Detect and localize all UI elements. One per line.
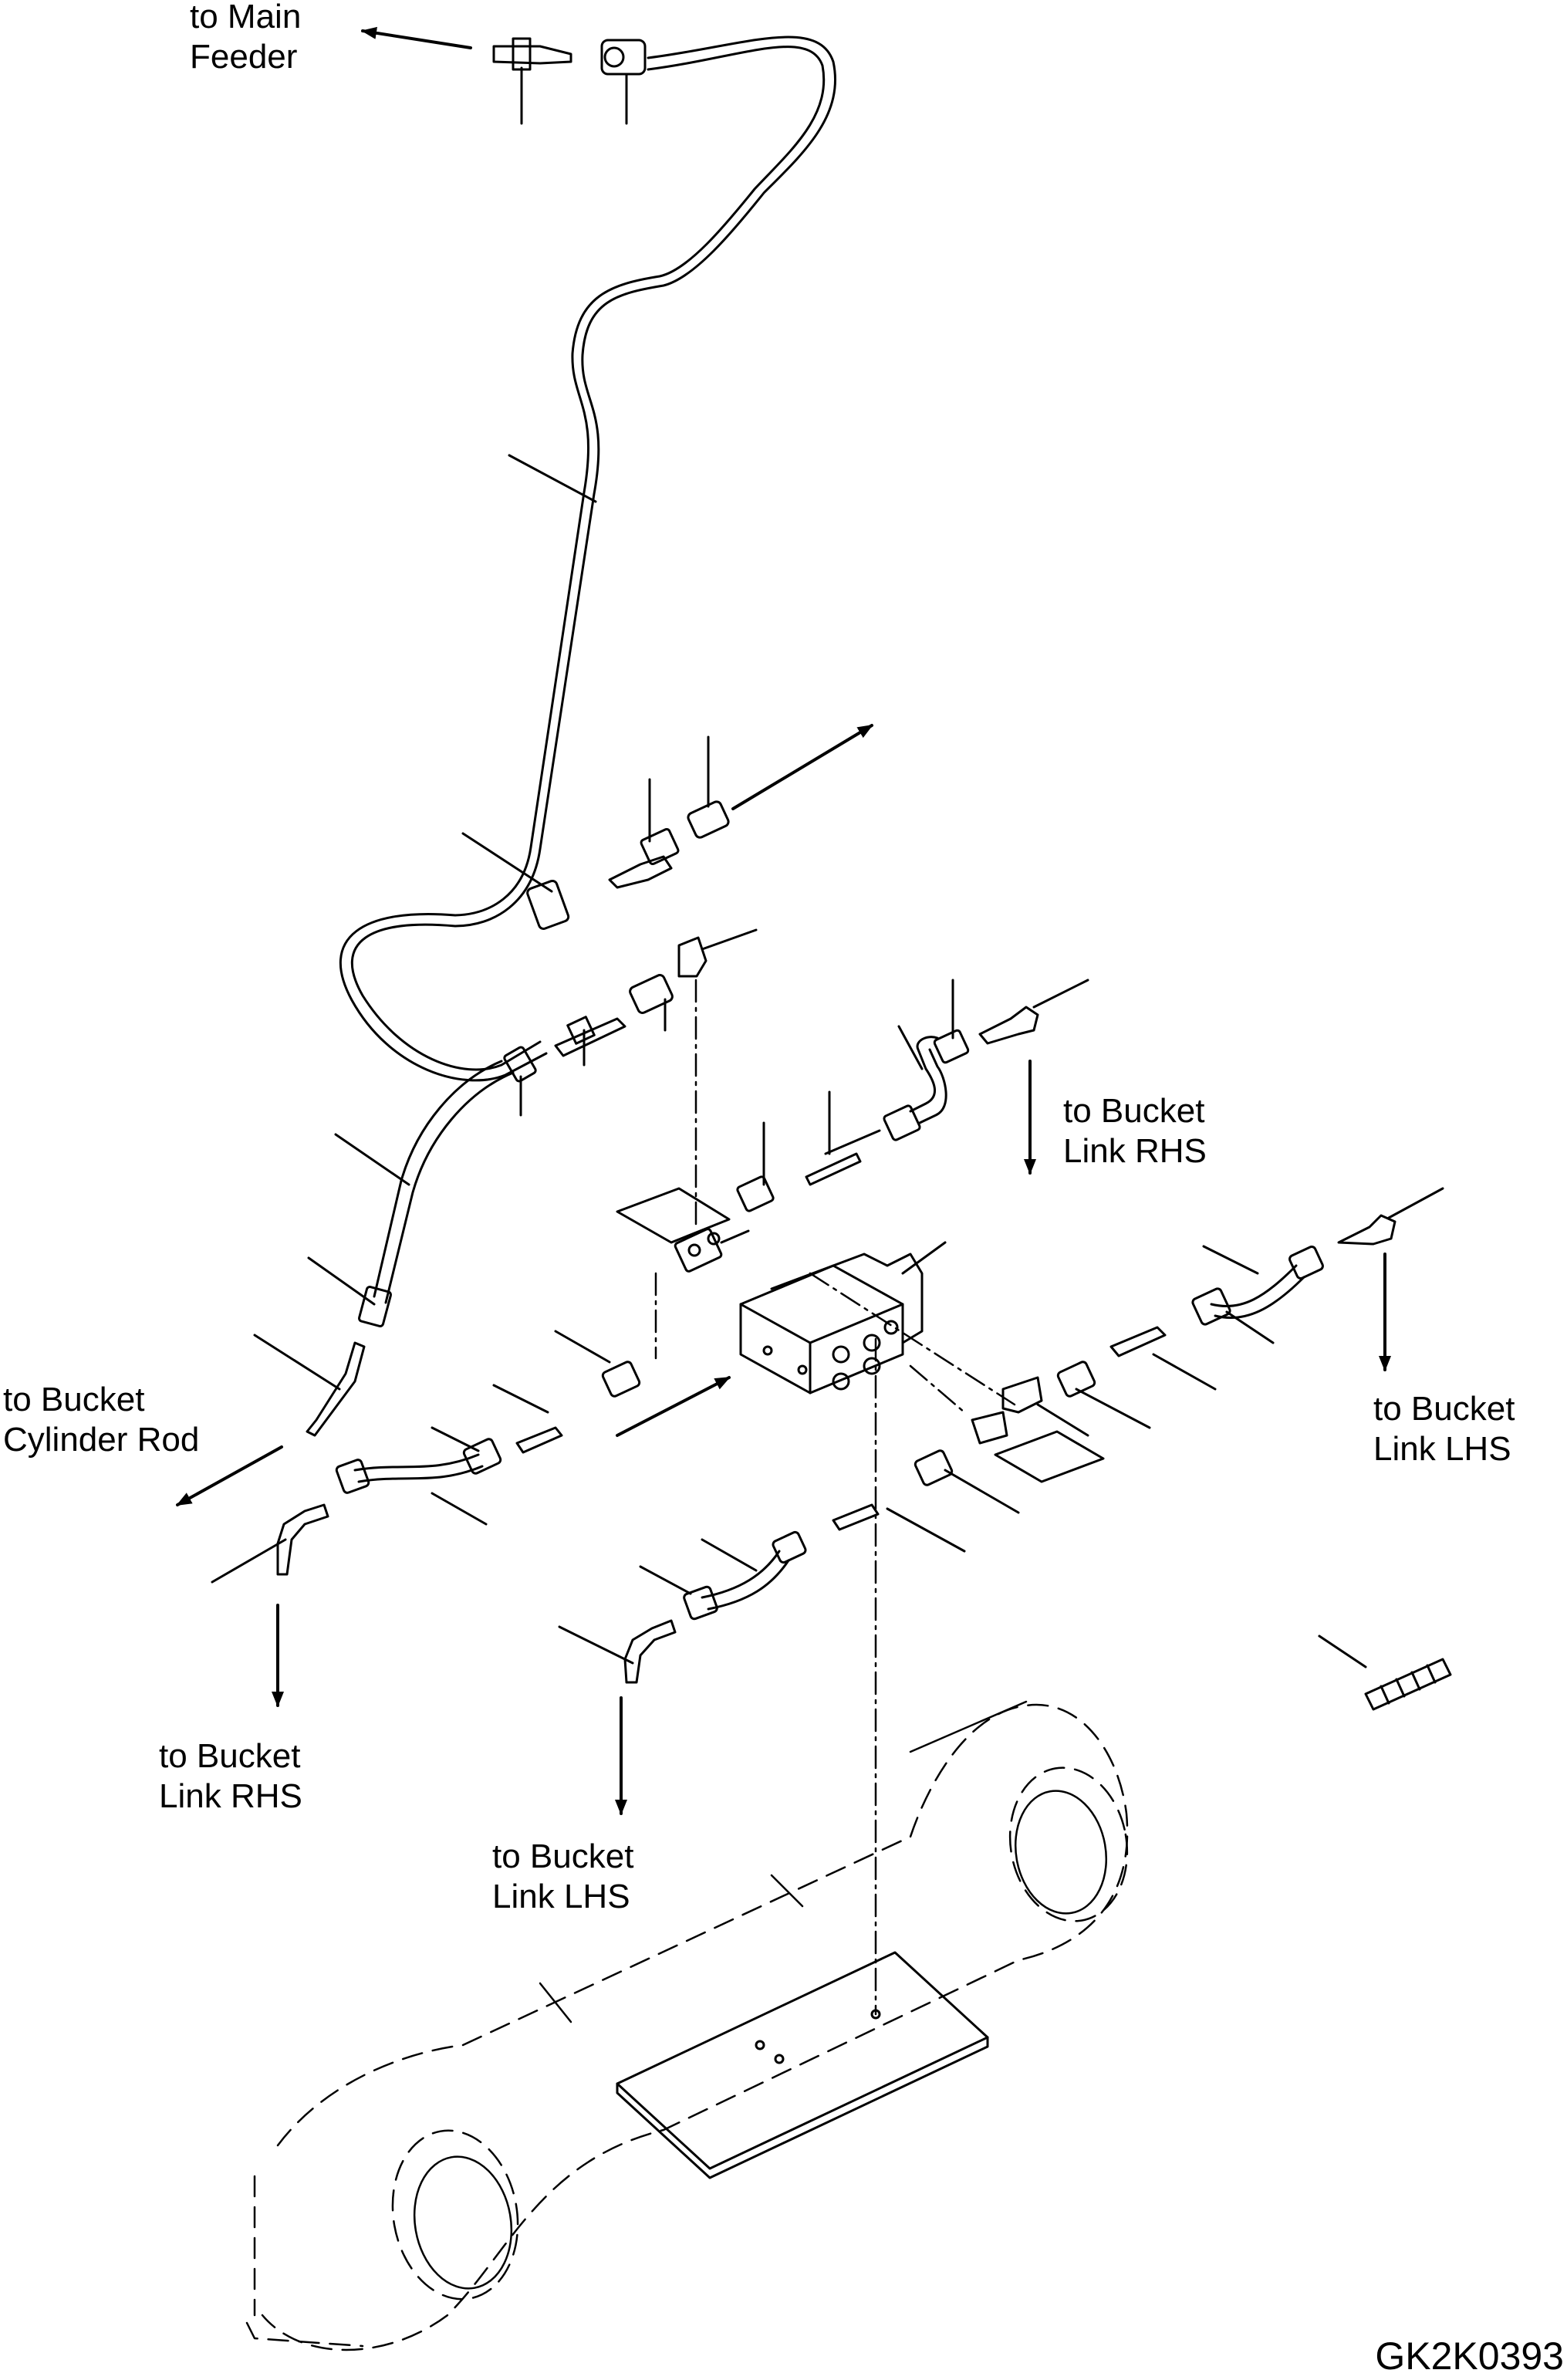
tee-fitting (674, 1228, 750, 1273)
label-to-bucket-cylinder-rod: to Bucket Cylinder Rod (3, 1380, 199, 1460)
main-feeder-nut (600, 39, 647, 125)
threaded-pin (1318, 1635, 1452, 1711)
main-feeder-arrow (361, 26, 472, 49)
upper-output-fittings (608, 724, 873, 889)
middle-fittings (554, 928, 758, 1067)
plate-left (616, 1187, 731, 1244)
main-feeder-tube (339, 35, 836, 1082)
lower-middle-fittings (558, 1449, 1020, 1815)
label-to-bucket-link-lhs-right: to Bucket Link LHS (1373, 1389, 1515, 1469)
drawing-code: GK2K0393 (1375, 2334, 1564, 2378)
alignment-lines (654, 979, 1016, 2016)
rhs-upper-tube (736, 979, 1089, 1212)
divider-block (739, 1241, 947, 1395)
label-line: to Bucket (3, 1381, 145, 1418)
label-line: Cylinder Rod (3, 1421, 200, 1459)
label-line: Link LHS (1373, 1430, 1511, 1468)
label-to-bucket-link-lhs-lower: to Bucket Link LHS (492, 1837, 633, 1917)
label-line: to Main (190, 0, 302, 35)
label-line: to Bucket (1373, 1390, 1515, 1428)
label-to-main-feeder: to Main Feeder (190, 0, 301, 77)
label-line: to Bucket (159, 1737, 301, 1775)
label-line: Link RHS (1063, 1132, 1207, 1170)
label-to-bucket-link-rhs-upper: to Bucket Link RHS (1063, 1091, 1207, 1171)
label-line: Feeder (190, 38, 298, 76)
label-line: Link RHS (159, 1777, 302, 1815)
cylinder-rod-tube (176, 1046, 537, 1506)
bucket-link-solid (413, 1700, 1108, 2290)
label-line: Link LHS (492, 1878, 630, 1915)
mounting-plate (616, 1951, 989, 2179)
bucket-link-outline (245, 1703, 1129, 2351)
label-line: to Bucket (492, 1837, 634, 1875)
main-feeder-nipple (492, 37, 572, 125)
lower-left-fittings (211, 1330, 731, 1707)
plate-right (994, 1430, 1105, 1483)
label-line: to Bucket (1063, 1092, 1205, 1130)
lhs-right-tube (971, 1187, 1444, 1445)
label-to-bucket-link-rhs-lower: to Bucket Link RHS (159, 1736, 302, 1817)
